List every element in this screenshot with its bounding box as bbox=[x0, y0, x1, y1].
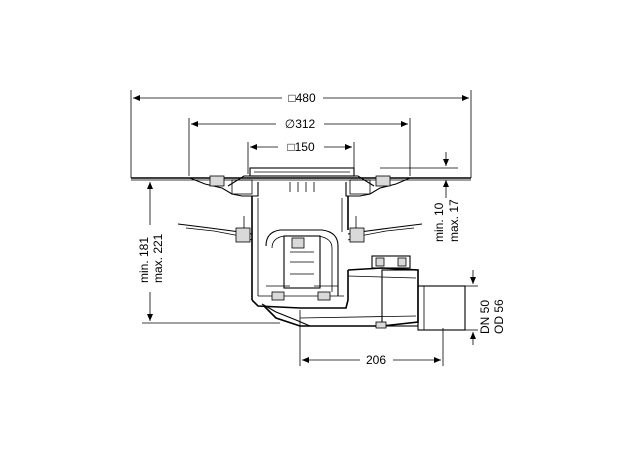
dimension-top-width: □480 bbox=[130, 90, 472, 178]
label-flange-diameter: ∅312 bbox=[285, 117, 316, 131]
label-outlet-od: OD 56 bbox=[492, 299, 506, 334]
dimension-height: min. 181 max. 221 bbox=[137, 177, 280, 324]
odour-trap bbox=[265, 229, 339, 296]
label-outlet-length: 206 bbox=[366, 353, 386, 367]
label-grate-width: □150 bbox=[287, 140, 315, 154]
label-adjust-min: min. 10 bbox=[432, 202, 446, 242]
grate bbox=[249, 167, 355, 177]
label-height-min: min. 181 bbox=[137, 237, 151, 283]
label-outlet-dn: DN 50 bbox=[478, 300, 492, 334]
dimension-flange-diameter: ∅312 bbox=[188, 117, 411, 176]
dimension-outlet-diameter: DN 50 OD 56 bbox=[465, 270, 506, 345]
drain-body bbox=[131, 167, 471, 331]
dimension-grate-width: □150 bbox=[247, 140, 355, 174]
label-adjust-max: max. 17 bbox=[447, 199, 461, 242]
outlet-clip bbox=[371, 255, 411, 269]
label-height-max: max. 221 bbox=[151, 233, 165, 283]
dimension-adjustment: min. 10 max. 17 bbox=[380, 152, 461, 242]
outlet-spigot bbox=[417, 285, 466, 331]
dimension-outlet-length: 206 bbox=[299, 310, 444, 367]
label-top-width: □480 bbox=[288, 91, 316, 105]
